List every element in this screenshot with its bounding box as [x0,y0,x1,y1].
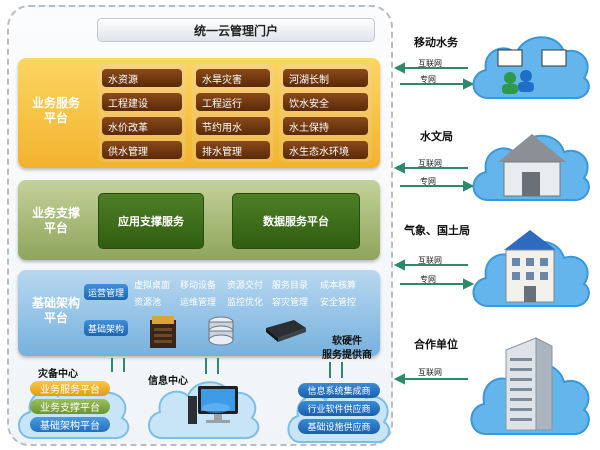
backup-infra-platform[interactable]: 基础架构平台 [30,417,110,432]
data-service-platform-button[interactable]: 数据服务平台 [232,193,360,249]
hydrology-bureau-label: 水文局 [420,130,453,143]
business-item[interactable]: 水价改革 [102,117,182,135]
server-cabinet-icon [150,316,176,348]
business-item[interactable]: 供水管理 [102,141,182,159]
mobile-water-cloud-icon[interactable] [468,22,594,104]
infrastructure-platform [18,270,380,356]
link-internet: 互联网 [418,368,442,377]
backup-business-platform[interactable]: 业务服务平台 [30,381,110,396]
business-item[interactable]: 水旱灾害 [196,69,270,87]
partner-unit-label: 合作单位 [414,338,458,351]
business-item[interactable]: 工程建设 [102,93,182,111]
hydrology-bureau-cloud-icon[interactable] [468,118,594,206]
business-item[interactable]: 排水管理 [196,141,270,159]
operation-management-button[interactable]: 运营管理 [84,284,128,300]
infra-service[interactable]: 安全管控 [320,298,357,308]
link-internet: 互联网 [418,256,442,265]
business-item[interactable]: 水资源 [102,69,182,87]
infra-platform-label: 基础架构平台 [31,296,80,325]
storage-disks-icon [208,316,234,346]
business-item[interactable]: 河湖长制 [283,69,368,87]
business-item[interactable]: 水生态水环境 [283,141,368,159]
infra-service[interactable]: 监控优化 [227,298,264,308]
mobile-water-label: 移动水务 [414,36,458,49]
unified-cloud-portal[interactable]: 统一云管理门户 [97,18,375,42]
infra-service[interactable]: 资源交付 [227,281,264,291]
application-support-service-button[interactable]: 应用支撑服务 [98,193,204,249]
weather-land-bureau-cloud-icon[interactable] [468,220,594,312]
business-item[interactable]: 节约用水 [196,117,270,135]
business-platform-label: 业务服务平台 [31,96,80,125]
infra-service[interactable]: 服务目录 [272,281,309,291]
link-internet: 互联网 [418,59,442,68]
support-platform-label: 业务支撑平台 [31,206,80,235]
network-device-icon [266,320,306,342]
backup-center-title: 灾备中心 [38,369,78,380]
infrastructure-vendor[interactable]: 基础设施供应商 [298,419,380,434]
weather-land-bureau-label: 气象、国土局 [404,224,470,237]
partner-unit-cloud-icon[interactable] [466,330,596,442]
infra-service[interactable]: 移动设备 [180,281,217,291]
backup-support-platform[interactable]: 业务支撑平台 [30,399,110,414]
link-internet: 互联网 [418,159,442,168]
infra-service[interactable]: 成本核算 [320,281,357,291]
supplier-label: 软硬件 服务提供商 [322,336,372,361]
business-item[interactable]: 饮水安全 [283,93,368,111]
computer-icon [188,386,238,424]
infra-service[interactable]: 资源池 [134,298,162,308]
link-private: 专网 [420,75,436,84]
business-item[interactable]: 工程运行 [196,93,270,111]
infra-service[interactable]: 运维管理 [180,298,217,308]
infrastructure-button[interactable]: 基础架构 [84,320,128,336]
industry-software-vendor[interactable]: 行业软件供应商 [298,401,380,416]
info-center-title: 信息中心 [148,376,188,387]
business-item[interactable]: 水土保持 [283,117,368,135]
system-integrator[interactable]: 信息系统集成商 [298,383,380,398]
infra-service[interactable]: 虚拟桌面 [134,281,171,291]
link-private: 专网 [420,275,436,284]
infra-service[interactable]: 容灾管理 [272,298,309,308]
link-private: 专网 [420,177,436,186]
